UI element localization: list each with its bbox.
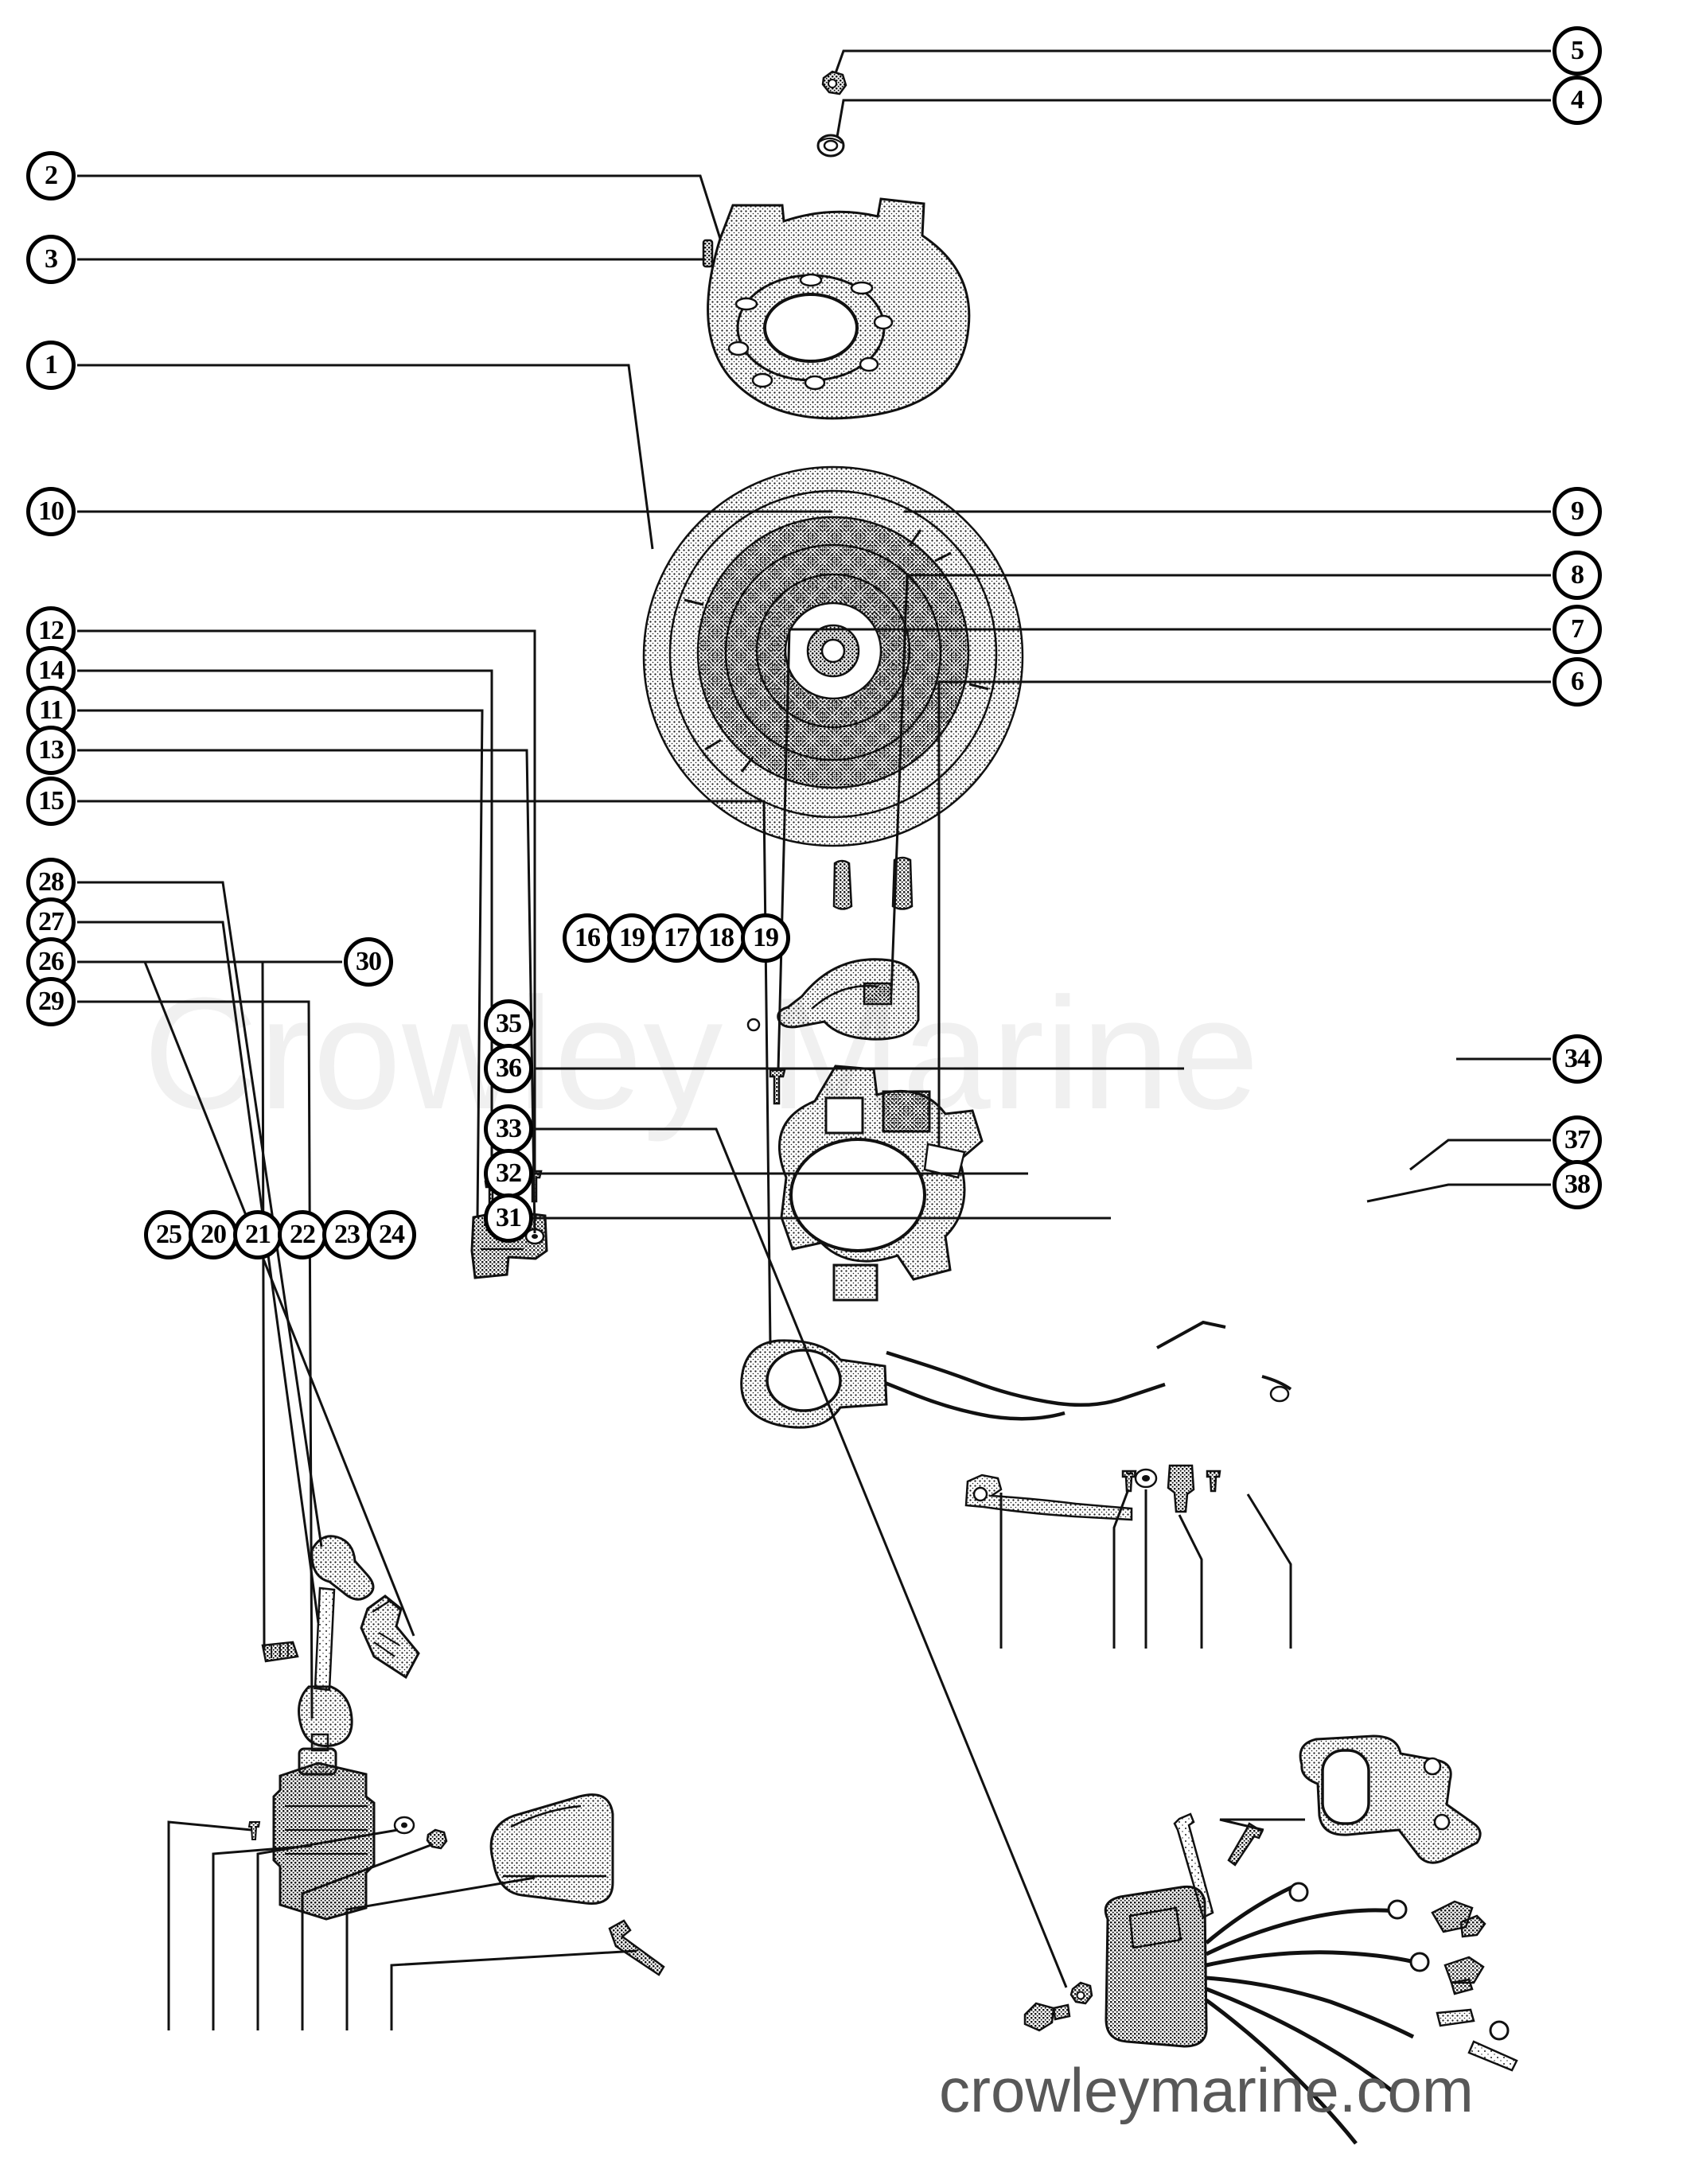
part-ignition-coil-15 [740, 1320, 1292, 1429]
part-terminal-end-37 [1459, 1914, 1486, 1938]
callout-9-magnet-right[interactable]: 9 [1553, 487, 1602, 536]
callout-13-washer-coil[interactable]: 13 [26, 726, 76, 775]
callout-31-switch-box[interactable]: 31 [484, 1193, 533, 1243]
callout-4-washer[interactable]: 4 [1553, 76, 1602, 125]
callout-16-ground-lead[interactable]: 16 [563, 913, 612, 963]
callout-15-ignition-coil-lead[interactable]: 15 [26, 777, 76, 826]
callout-22-nut-rect[interactable]: 22 [278, 1210, 327, 1259]
callout-36-pin[interactable]: 36 [484, 1044, 533, 1093]
callout-12-screw-upper[interactable]: 12 [26, 606, 76, 656]
callout-19-screw-a[interactable]: 19 [607, 913, 656, 963]
callout-3-key[interactable]: 3 [26, 235, 76, 284]
part-washer-17 [1127, 1468, 1158, 1489]
callout-17-washer-b[interactable]: 17 [652, 913, 701, 963]
part-key-3 [702, 239, 714, 268]
callout-7-screw-stator[interactable]: 7 [1553, 605, 1602, 654]
callout-10-magnet-left[interactable]: 10 [26, 487, 76, 536]
callout-19-screw-b[interactable]: 19 [741, 913, 790, 963]
part-flywheel-cover-2 [707, 197, 971, 420]
part-nut-5 [821, 70, 847, 95]
part-screw-38 [1450, 1978, 1474, 1995]
part-link-rod-27 [314, 1586, 336, 1692]
part-flywheel-1 [642, 465, 1024, 847]
part-bushing-26 [261, 1641, 299, 1663]
callout-38-screw-terminal[interactable]: 38 [1553, 1160, 1602, 1209]
part-screw-19a [1121, 1470, 1137, 1493]
part-rectifier-20 [272, 1733, 376, 1921]
part-spark-plug-30 [360, 1594, 420, 1680]
part-nut-22 [426, 1828, 448, 1850]
part-stator-assembly-6 [778, 1065, 984, 1302]
callout-23-cover-rect[interactable]: 23 [322, 1210, 372, 1259]
part-screw-25 [247, 1821, 261, 1840]
part-pin-36 [1173, 1812, 1214, 1919]
callout-18-terminal[interactable]: 18 [696, 913, 746, 963]
part-mounting-bracket-34 [1299, 1734, 1482, 1864]
callout-34-mounting-bracket[interactable]: 34 [1553, 1034, 1602, 1084]
callout-21-washer-rect[interactable]: 21 [233, 1210, 282, 1259]
callout-2-flywheel-cover[interactable]: 2 [26, 151, 76, 200]
callout-25-screw-rect[interactable]: 25 [144, 1210, 193, 1259]
callout-24-bolt-rect[interactable]: 24 [367, 1210, 416, 1259]
part-trigger-assembly-8 [746, 958, 920, 1041]
part-screw-35 [1227, 1822, 1264, 1867]
part-cover-23 [489, 1793, 614, 1905]
callout-1-flywheel[interactable]: 1 [26, 341, 76, 390]
callout-37-terminal-end[interactable]: 37 [1553, 1115, 1602, 1165]
part-ground-lead-16 [964, 1474, 1133, 1521]
part-magnet-9 [891, 856, 914, 910]
callout-6-stator-assembly[interactable]: 6 [1553, 657, 1602, 707]
callout-33-nut-small[interactable]: 33 [484, 1104, 533, 1154]
callout-29-lever-lower[interactable]: 29 [26, 977, 76, 1026]
watermark-footer-url: crowleymarine.com [939, 2055, 1474, 2125]
part-switch-box-31 [1104, 1882, 1518, 2145]
part-screw-7 [769, 1069, 786, 1105]
part-screw-19b [1206, 1470, 1221, 1493]
part-bolt-24 [608, 1919, 665, 1976]
callout-5-nut[interactable]: 5 [1553, 26, 1602, 76]
callout-35-screw-bracket[interactable]: 35 [484, 999, 533, 1049]
part-magnet-10 [832, 859, 853, 910]
part-bolt-32 [1023, 2002, 1071, 2032]
callout-30-spark-plug[interactable]: 30 [344, 937, 393, 987]
callout-32-bolt-small[interactable]: 32 [484, 1149, 533, 1198]
part-nut-33 [1069, 1981, 1093, 2005]
part-terminal-18 [1167, 1464, 1195, 1513]
callout-20-rectifier[interactable]: 20 [189, 1210, 238, 1259]
callout-8-trigger-assembly[interactable]: 8 [1553, 551, 1602, 600]
part-washer-21 [393, 1816, 415, 1835]
part-washer-4 [816, 134, 845, 158]
